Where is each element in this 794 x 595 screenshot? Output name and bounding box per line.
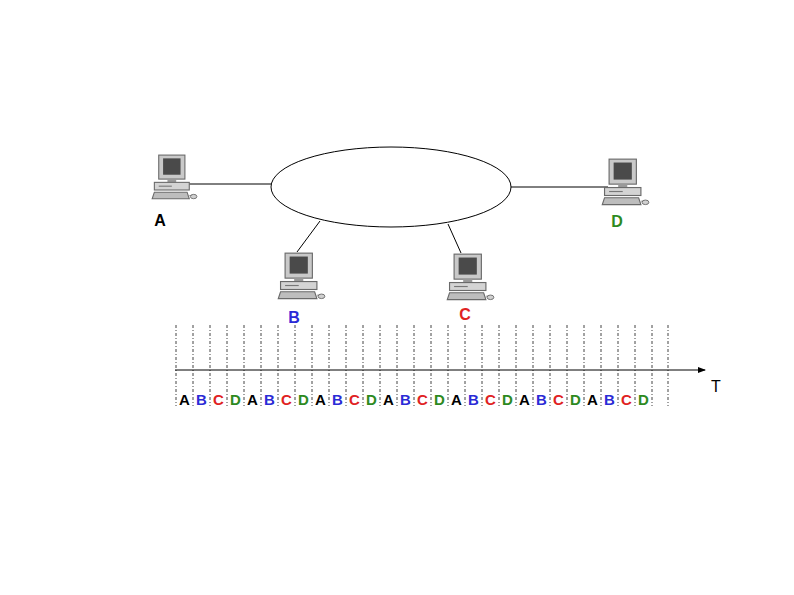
slot-label: B	[604, 392, 615, 407]
slot-label: A	[519, 392, 530, 407]
computer-icon	[152, 155, 197, 199]
axis-label: T	[711, 379, 721, 395]
slot-label: D	[638, 392, 649, 407]
slot-label: A	[383, 392, 394, 407]
slot-label: C	[485, 392, 496, 407]
time-axis	[175, 370, 705, 371]
network-ellipse	[271, 147, 511, 227]
slot-label: C	[281, 392, 292, 407]
slot-label: C	[349, 392, 360, 407]
slot-label: A	[451, 392, 462, 407]
slot-label: D	[366, 392, 377, 407]
computer-icon	[278, 253, 325, 298]
slot-label: C	[417, 392, 428, 407]
computer-label: C	[459, 307, 471, 323]
slot-label: C	[553, 392, 564, 407]
slot-label: D	[502, 392, 513, 407]
slot-label: B	[400, 392, 411, 407]
slot-label: A	[247, 392, 258, 407]
slot-label: C	[621, 392, 632, 407]
computer-icon	[602, 159, 649, 204]
slot-label: D	[230, 392, 241, 407]
computer-label: D	[611, 214, 623, 230]
slot-label: C	[213, 392, 224, 407]
slot-label: A	[179, 392, 190, 407]
computer-icon	[447, 254, 494, 299]
slot-label: D	[570, 392, 581, 407]
slot-label: A	[315, 392, 326, 407]
slot-label: B	[332, 392, 343, 407]
slot-label: B	[196, 392, 207, 407]
slot-label: A	[587, 392, 598, 407]
slot-label: D	[298, 392, 309, 407]
slot-dividers	[176, 325, 668, 406]
slot-label: D	[434, 392, 445, 407]
slot-label: B	[264, 392, 275, 407]
slot-label: B	[536, 392, 547, 407]
computer-label: A	[154, 213, 166, 229]
slot-label: B	[468, 392, 479, 407]
computer-label: B	[288, 310, 300, 326]
